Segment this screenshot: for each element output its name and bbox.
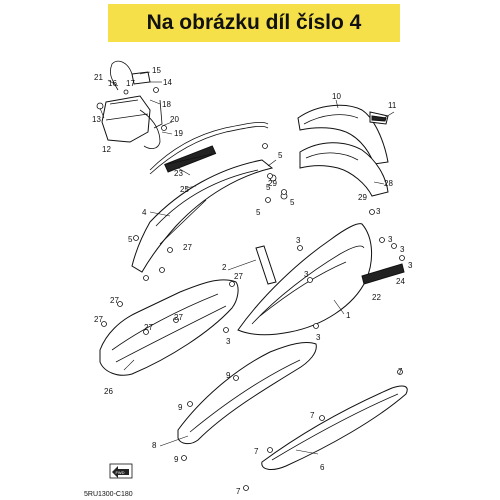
callout-29: 29 (268, 179, 277, 188)
leader-lines (99, 71, 395, 455)
lower-front-cover (99, 279, 239, 376)
callout-18: 18 (162, 100, 171, 109)
callout-3: 3 (408, 261, 413, 270)
hose (149, 121, 269, 171)
callout-3: 3 (388, 235, 393, 244)
callout-17: 17 (126, 79, 135, 88)
fwd-badge: FWD (109, 463, 133, 479)
main-side-panel (237, 223, 405, 336)
callout-5: 5 (290, 198, 295, 207)
callout-16: 16 (108, 79, 117, 88)
callout-20: 20 (170, 115, 179, 124)
callout-26: 26 (104, 387, 113, 396)
highlight-banner: Na obrázku díl číslo 4 (108, 4, 400, 42)
diagram-code: 5RU1300-C180 (84, 491, 133, 498)
callout-9: 9 (174, 455, 179, 464)
callout-5: 5 (128, 235, 133, 244)
callout-4: 4 (142, 208, 147, 217)
callout-27: 27 (94, 315, 103, 324)
callout-27: 27 (110, 296, 119, 305)
callout-3: 3 (296, 236, 301, 245)
callout-11: 11 (388, 101, 397, 110)
banner-text: Na obrázku díl číslo 4 (146, 11, 362, 34)
callout-3: 3 (316, 333, 321, 342)
callout-10: 10 (332, 92, 341, 101)
callout-9: 9 (226, 371, 231, 380)
callout-1: 1 (346, 311, 351, 320)
callout-13: 13 (92, 115, 101, 124)
callout-9: 9 (178, 403, 183, 412)
side-cover-part-4 (131, 145, 274, 273)
callout-numbers: 15 14 21 16 17 18 13 20 19 12 10 11 5 5 … (92, 66, 413, 496)
callout-3: 3 (226, 337, 231, 346)
callout-2: 2 (222, 263, 227, 272)
callout-7: 7 (236, 487, 241, 496)
callout-8: 8 (152, 441, 157, 450)
callout-6: 6 (320, 463, 325, 472)
callout-28: 28 (384, 179, 393, 188)
callout-5: 5 (278, 151, 283, 160)
callout-5: 5 (256, 208, 261, 217)
front-cover-group (269, 104, 389, 200)
callout-5: 5 (266, 183, 271, 192)
callout-12: 12 (102, 145, 111, 154)
callout-27: 27 (174, 313, 183, 322)
callout-7: 7 (310, 411, 315, 420)
screws (101, 143, 405, 491)
callout-29: 29 (358, 193, 367, 202)
callout-3: 3 (304, 270, 309, 279)
callout-19: 19 (174, 129, 183, 138)
callout-25: 25 (180, 185, 189, 194)
callout-22: 22 (372, 293, 381, 302)
reservoir-assembly (96, 60, 167, 150)
callout-3: 3 (400, 245, 405, 254)
callout-27: 27 (234, 272, 243, 281)
callout-3: 3 (376, 207, 381, 216)
callout-23: 23 (174, 169, 183, 178)
callout-15: 15 (152, 66, 161, 75)
callout-24: 24 (396, 277, 405, 286)
callout-27: 27 (183, 243, 192, 252)
callout-7: 7 (398, 367, 403, 376)
strip-part-2 (255, 245, 277, 285)
callout-27: 27 (144, 323, 153, 332)
lower-side-covers (177, 341, 408, 470)
callout-21: 21 (94, 73, 103, 82)
callout-14: 14 (163, 78, 172, 87)
callout-7: 7 (254, 447, 259, 456)
fwd-label: FWD (115, 470, 124, 475)
